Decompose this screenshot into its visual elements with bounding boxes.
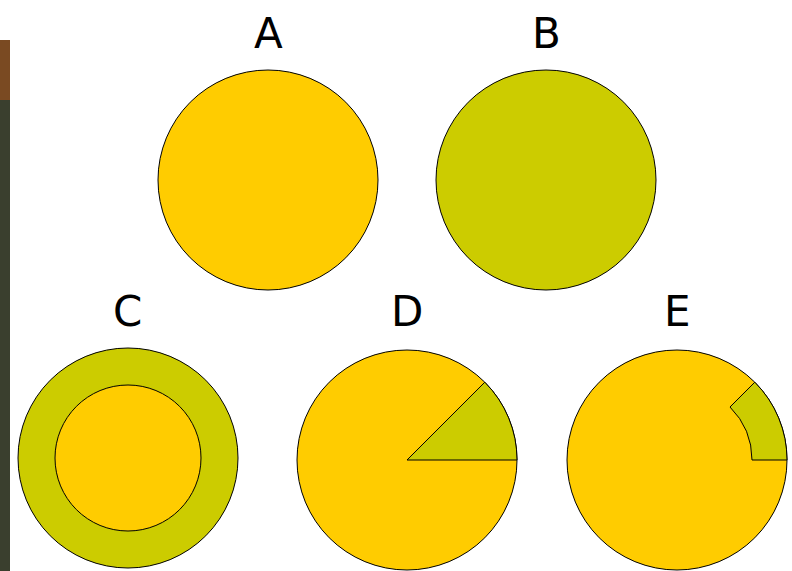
circle-b xyxy=(436,70,656,290)
circle-c-outer xyxy=(18,348,238,568)
circle-d xyxy=(297,350,517,570)
circle-letter: A xyxy=(254,13,283,55)
circle-letter: B xyxy=(532,13,561,55)
circle-letter: C xyxy=(113,291,142,333)
segment-e xyxy=(730,382,787,460)
circle-a xyxy=(158,70,378,290)
circle-letter: E xyxy=(664,291,691,333)
photo-strip xyxy=(0,40,10,100)
photo-strip xyxy=(0,40,10,571)
sector-d xyxy=(407,382,517,460)
circle-e xyxy=(567,350,787,570)
circle-c-inner xyxy=(55,385,201,531)
circle-letter: D xyxy=(391,291,423,333)
